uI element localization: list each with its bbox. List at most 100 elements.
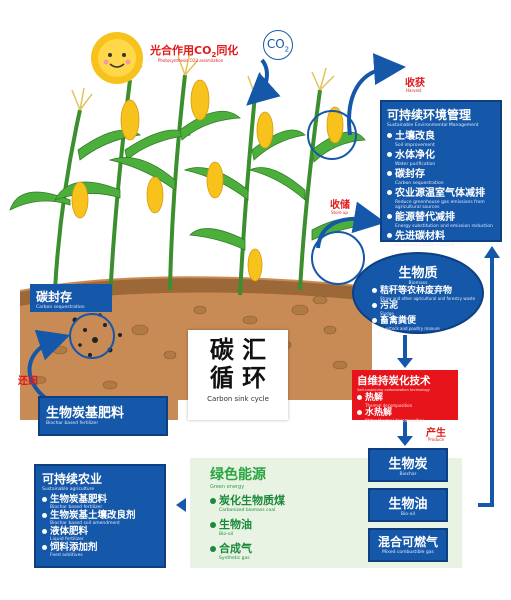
sustainable-env-item-sub: Advanced carbon material (395, 243, 455, 248)
product-label: 生物油 (388, 497, 428, 512)
product-sub: Biochar (399, 472, 417, 477)
sustainable-env-item-label: 农业源温室气体减排 (395, 188, 485, 199)
bullet-icon (210, 546, 216, 552)
carbonization-item-label: 水热解 (365, 408, 393, 418)
sun-icon (91, 32, 143, 84)
carbonization-box: 自维持炭化技术 Self-sustaining carbonization te… (352, 370, 458, 423)
green-energy-content: 绿色能源 Green energy 炭化生物质煤 Carbonized biom… (210, 464, 285, 561)
sustainable-agri-item-sub: Liquid fertilizer (50, 537, 84, 542)
biomass-box: 生物质 Biomass 秸秆等农林废弃物 Straw and other agr… (352, 252, 484, 334)
bullet-icon (357, 409, 362, 415)
sustainable-agri-item-sub: Biochar based fertilizer (50, 505, 103, 510)
up-arrow-right (484, 246, 500, 258)
carbonization-subtitle: Self-sustaining carbonization technology (357, 388, 430, 392)
storage-label: 收储 (330, 200, 350, 211)
biomass-item-sub: Livestock and poultry manure (380, 326, 440, 331)
bullet-icon (387, 233, 392, 238)
produce-label: 产生 (426, 428, 446, 439)
product-sub: Bio-oil (400, 512, 416, 517)
product-box-gas: 混合可燃气 Mixed combustible gas (368, 528, 448, 562)
sustainable-agri-title: 可持续农业 (42, 472, 103, 486)
sustainable-env-title: 可持续环境管理 (387, 108, 472, 122)
sustainable-env-item-sub: Soil improvement (395, 143, 435, 148)
green-energy-item-label: 炭化生物质煤 (219, 494, 285, 507)
green-energy-item-label: 合成气 (219, 542, 252, 555)
center-subtitle: Carbon sink cycle (207, 395, 269, 403)
co2-label: CO (266, 37, 285, 51)
green-energy-item-sub: Carbonized biomass coal (219, 508, 276, 513)
biochar-fertilizer-box: 生物炭基肥料 Biochar based fertilizer (38, 396, 168, 436)
bullet-icon (387, 171, 392, 176)
photosynthesis-title-suffix: 同化 (216, 44, 239, 57)
bullet-icon (210, 498, 216, 504)
bullet-icon (387, 190, 392, 195)
sustainable-env-item-label: 水体净化 (395, 150, 435, 161)
product-box-biochar: 生物炭 Biochar (368, 448, 448, 482)
bullet-icon (372, 287, 377, 293)
store-arrow (316, 201, 386, 249)
bullet-icon (387, 214, 392, 219)
co2-badge: CO2 (263, 30, 293, 60)
bullet-icon (42, 496, 47, 502)
bullet-icon (387, 133, 392, 138)
sustainable-agri-subtitle: Sustainable agriculture (42, 487, 95, 492)
sustainable-env-subtitle: Sustainable Environmental Management (387, 123, 479, 128)
co2-to-plant-arrow (246, 58, 281, 106)
harvest-label: 收获 (405, 78, 425, 89)
carbon-sequestration-title: 碳封存 (36, 290, 73, 304)
biomass-title: 生物质 (398, 266, 438, 281)
product-label: 混合可燃气 (377, 535, 438, 549)
return-arrow (27, 329, 71, 402)
harvest-arrow (347, 53, 406, 136)
sustainable-agri-item-sub: Biochar based soil amendment (50, 521, 120, 526)
carbon-sequestration-box: 碳封存 Carbon sequestration (30, 284, 112, 312)
biochar-fertilizer-subtitle: Biochar based fertilizer (46, 421, 99, 426)
storage-subtitle: Store up (331, 210, 348, 215)
bullet-icon (372, 317, 377, 323)
green-energy-subtitle: Green energy (210, 484, 245, 490)
sustainable-env-item-label: 碳封存 (395, 169, 425, 180)
carbonization-item-sub: Thermal decomposition (365, 403, 413, 408)
product-sub: Mixed combustible gas (382, 550, 434, 555)
sustainable-env-item-sub: Reduce greenhouse gas emissions from agr… (395, 200, 485, 210)
bullet-icon (42, 544, 47, 550)
photosynthesis-label: 光合作用CO2同化 (150, 42, 238, 59)
sustainable-agri-item-label: 生物炭基土壤改良剂 (50, 510, 136, 521)
sustainable-env-item-sub: Carbon sequestration (395, 181, 444, 186)
produce-subtitle: Produce (428, 437, 445, 442)
bullet-icon (210, 522, 216, 528)
photosynthesis-title-prefix: 光合作用CO (150, 44, 212, 57)
bullet-icon (387, 152, 392, 157)
green-energy-item-label: 生物油 (219, 518, 252, 531)
bullet-icon (42, 512, 47, 518)
biomass-item-sub: Sludge (380, 311, 394, 316)
sustainable-env-item-sub: Water purification (395, 162, 436, 167)
bullet-icon (42, 528, 47, 534)
center-title-line1: 碳 汇 (209, 335, 267, 364)
sustainable-agri-item-label: 液体肥料 (50, 526, 89, 537)
sustainable-env-box: 可持续环境管理 Sustainable Environmental Manage… (380, 100, 502, 248)
biomass-item-sub: Straw and other agricultural and forestr… (380, 296, 476, 301)
bullet-icon (357, 394, 362, 400)
carbon-sink-cycle-card: 碳 汇 循 环 Carbon sink cycle (188, 330, 288, 420)
storage-highlight (311, 231, 365, 285)
carbonization-title: 自维持炭化技术 (357, 375, 431, 387)
biomass-item-label: 畜禽粪便 (380, 316, 417, 326)
down-arrow-2 (397, 436, 413, 446)
co2-subscript: 2 (284, 45, 290, 54)
carbonization-item-label: 热解 (365, 393, 384, 403)
product-label: 生物炭 (388, 457, 428, 472)
green-energy-item-sub: Synthetic gas (219, 556, 250, 561)
sustainable-env-item-sub: Energy substitution and emission reducti… (395, 224, 493, 229)
green-energy-item-sub: Bio-oil (219, 532, 234, 537)
biochar-fertilizer-title: 生物炭基肥料 (46, 406, 125, 421)
sustainable-agri-item-label: 饲料添加剂 (50, 542, 98, 553)
bullet-icon (372, 302, 377, 308)
